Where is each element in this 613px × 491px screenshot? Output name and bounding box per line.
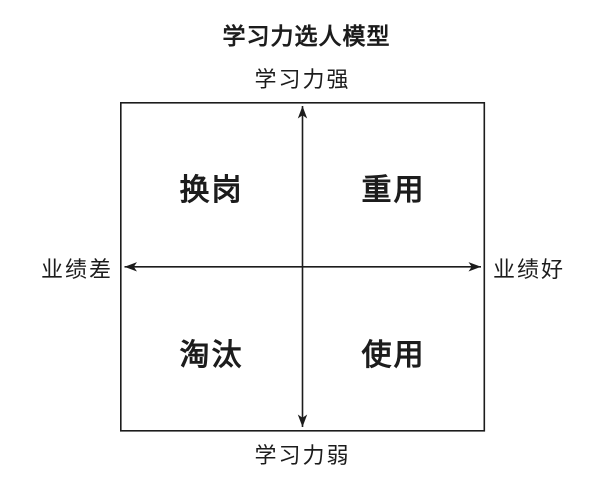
diagram-title: 学习力选人模型 [222,23,391,49]
quadrant-label-top-right: 重用 [361,174,426,207]
quadrant-label-top-left: 换岗 [179,174,244,207]
axis-label-learning-strong: 学习力强 [254,67,351,92]
matrix-box [120,102,486,432]
quadrant-label-bottom-left: 淘汰 [179,339,244,372]
axis-label-learning-weak: 学习力弱 [254,443,351,468]
quadrant-label-bottom-right: 使用 [361,339,426,372]
axis-label-performance-good: 业绩好 [493,257,566,282]
axis-label-performance-poor: 业绩差 [40,257,113,282]
